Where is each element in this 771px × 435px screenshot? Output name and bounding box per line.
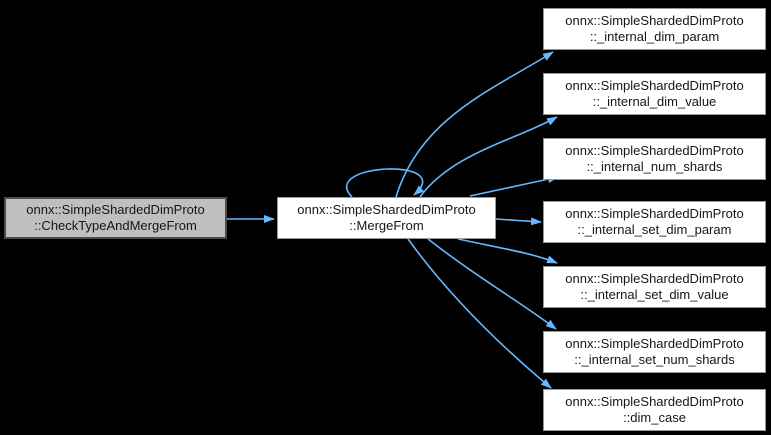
edge-to-dim-case [407,238,552,389]
node-label-line: ::_internal_dim_value [592,94,717,109]
node-check-type-and-merge-from[interactable]: onnx::SimpleShardedDimProto ::CheckTypeA… [4,197,227,239]
node-label-line: ::_internal_dim_param [589,29,720,44]
edge-to-internal-set-num-shards [427,238,557,330]
node-internal-dim-param[interactable]: onnx::SimpleShardedDimProto ::_internal_… [543,8,766,50]
node-label-line: onnx::SimpleShardedDimProto [565,142,744,158]
node-label-line: onnx::SimpleShardedDimProto [565,77,744,93]
edge-to-internal-num-shards [469,175,559,197]
node-internal-set-dim-value[interactable]: onnx::SimpleShardedDimProto ::_internal_… [543,266,766,308]
node-internal-set-num-shards[interactable]: onnx::SimpleShardedDimProto ::_internal_… [543,331,766,373]
node-internal-set-dim-param[interactable]: onnx::SimpleShardedDimProto ::_internal_… [543,201,766,243]
node-label-line: ::_internal_num_shards [586,159,723,174]
node-internal-dim-value[interactable]: onnx::SimpleShardedDimProto ::_internal_… [543,73,766,115]
edge-to-internal-dim-param [395,51,554,198]
node-label-line: ::MergeFrom [349,218,424,233]
node-label-line: onnx::SimpleShardedDimProto [26,201,205,217]
node-internal-num-shards[interactable]: onnx::SimpleShardedDimProto ::_internal_… [543,138,766,180]
node-label-line: onnx::SimpleShardedDimProto [565,335,744,351]
node-label-line: onnx::SimpleShardedDimProto [565,270,744,286]
node-label-line: ::_internal_set_dim_value [580,287,729,302]
edge-to-internal-set-dim-param [495,217,542,226]
node-label-line: onnx::SimpleShardedDimProto [297,201,476,217]
node-merge-from[interactable]: onnx::SimpleShardedDimProto ::MergeFrom [277,197,496,239]
edge-mergefrom-self-loop [345,168,425,198]
node-label-line: ::dim_case [623,410,686,425]
edge-to-internal-set-dim-value [457,238,558,264]
node-label-line: onnx::SimpleShardedDimProto [565,205,744,221]
node-label-line: ::_internal_set_dim_param [577,222,732,237]
node-label-line: ::CheckTypeAndMergeFrom [34,218,197,233]
node-label-line: ::_internal_set_num_shards [574,352,735,367]
edge-to-internal-dim-value [419,116,558,198]
node-label-line: onnx::SimpleShardedDimProto [565,393,744,409]
node-label-line: onnx::SimpleShardedDimProto [565,12,744,28]
node-dim-case[interactable]: onnx::SimpleShardedDimProto ::dim_case [543,389,766,431]
